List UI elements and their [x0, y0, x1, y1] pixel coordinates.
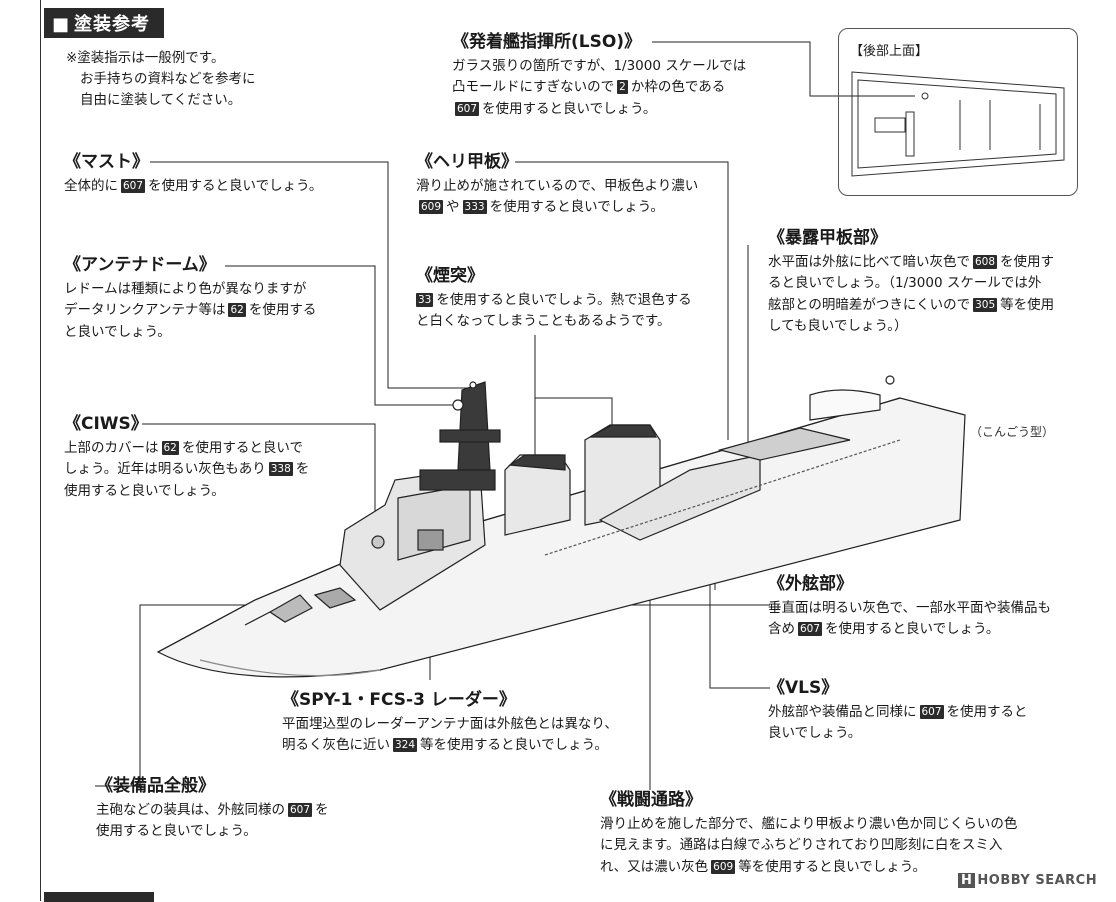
section-text: に見えます。通路は白線でふちどりされており凹彫刻に白をスミ入 — [600, 837, 1003, 853]
painting-note: ※塗装指示は一般例です。 お手持ちの資料などを参考に 自由に塗装してください。 — [66, 48, 256, 111]
note-line: 自由に塗装してください。 — [80, 92, 242, 108]
paint-code-badge: 608 — [972, 254, 998, 269]
section-title: 《戦闘通路》 — [600, 790, 702, 810]
paint-code-badge: 324 — [393, 738, 418, 752]
paint-code-badge: 607 — [919, 704, 944, 719]
section-spy-radar: 《SPY-1・FCS-3 レーダー》 平面埋込型のレーダーアンテナ面は外舷色とは… — [282, 690, 618, 757]
section-title: 《マスト》 — [64, 152, 149, 172]
paint-code-badge: 607 — [798, 622, 823, 636]
section-text: 平面埋込型のレーダーアンテナ面は外舷色とは異なり、 — [282, 715, 618, 732]
section-text: レドームは種類により色が異なりますが — [64, 280, 307, 297]
section-text: 垂直面は明るい灰色で、一部水平面や装備品も — [768, 599, 1051, 616]
paint-code-badge: 607 — [288, 802, 313, 817]
leader-ciws — [142, 423, 376, 538]
paint-code-badge: 338 — [268, 462, 293, 476]
note-line: お手持ちの資料などを参考に — [80, 71, 256, 87]
section-header: 塗装参考 — [44, 8, 165, 38]
section-text: 滑り止めが施されているので、甲板色より濃い — [416, 177, 699, 194]
section-text: ると良いでしょう。（1/3000 スケールでは外 — [768, 275, 1042, 291]
section-antenna-dome: 《アンテナドーム》 レドームは種類により色が異なりますが データリンクアンテナ等… — [64, 255, 316, 343]
paint-code-badge: 2 — [617, 80, 628, 94]
section-walkway: 《戦闘通路》 滑り止めを施した部分で、艦により甲板より濃い色か同じくらいの色 に… — [600, 790, 1017, 878]
ship-type-label: （こんごう型） — [970, 425, 1055, 439]
paint-code-badge: 33 — [416, 292, 434, 307]
section-title: 《外舷部》 — [768, 574, 853, 594]
note-line: ※塗装指示は一般例です。 — [66, 50, 225, 66]
section-text: 良いでしょう。 — [768, 725, 862, 741]
section-text: 使用すると良いでしょう。 — [64, 482, 225, 499]
section-text: しても良いでしょう。） — [768, 318, 908, 334]
leader-heli — [515, 161, 729, 440]
leader-equip — [95, 604, 290, 787]
section-title: 《アンテナドーム》 — [64, 255, 216, 275]
paint-code-badge: 609 — [711, 859, 736, 874]
inset-frame — [838, 28, 1078, 196]
ship-hull — [156, 375, 966, 678]
paint-code-badge: 305 — [973, 297, 998, 312]
section-text: 使用すると良いでしょう。 — [96, 823, 257, 839]
section-lso: 《発着艦指揮所(LSO)》 ガラス張りの箇所ですが、1/3000 スケールでは … — [452, 32, 746, 120]
section-title: 《煙突》 — [416, 266, 484, 286]
section-text: と良いでしょう。 — [64, 323, 171, 340]
leader-mast — [150, 161, 470, 389]
inset-label: 【後部上面】 — [850, 44, 929, 59]
leader-dome — [225, 265, 458, 406]
paint-code-badge: 609 — [419, 200, 444, 214]
leader-funnel-2 — [535, 397, 613, 432]
section-title: 《VLS》 — [768, 678, 839, 698]
paint-code-badge: 62 — [228, 303, 246, 317]
section-title: 《CIWS》 — [64, 414, 148, 434]
inset-aft-deck — [851, 71, 1065, 177]
section-text: 滑り止めを施した部分で、艦により甲板より濃い色か同じくらいの色 — [600, 815, 1018, 832]
leader-lso — [652, 41, 915, 97]
section-text: ガラス張りの箇所ですが、1/3000 スケールでは — [452, 57, 747, 74]
paint-code-badge: 62 — [161, 440, 179, 455]
section-title: 《装備品全般》 — [96, 776, 215, 796]
page-left-border — [40, 0, 41, 901]
section-title: 《暴露甲板部》 — [768, 228, 887, 248]
paint-code-badge: 607 — [121, 178, 146, 193]
paint-code-badge: 333 — [462, 200, 487, 214]
section-title: 《SPY-1・FCS-3 レーダー》 — [282, 690, 516, 710]
paint-code-badge: 607 — [455, 101, 480, 116]
section-text: と白くなってしまうこともあるようです。 — [416, 313, 671, 329]
section-title: 《発着艦指揮所(LSO)》 — [452, 32, 642, 52]
section-title: 《ヘリ甲板》 — [416, 152, 518, 172]
next-section-header-edge — [44, 892, 154, 902]
